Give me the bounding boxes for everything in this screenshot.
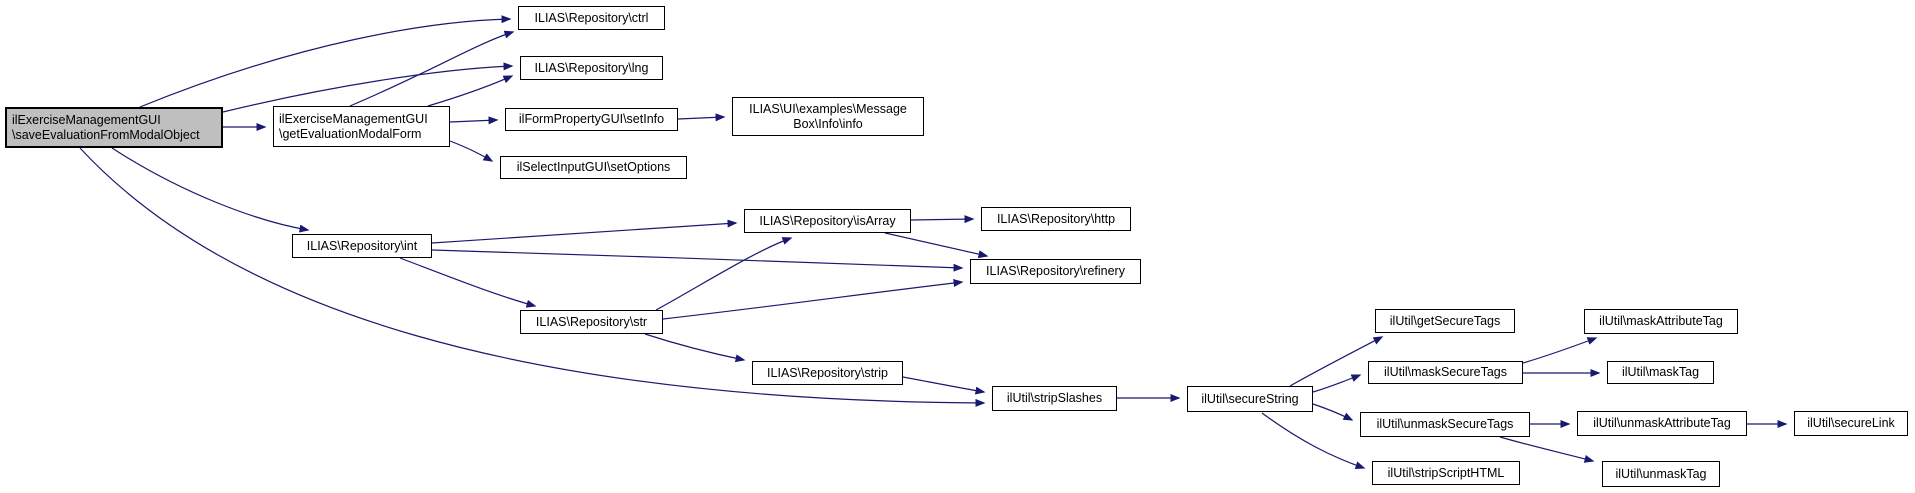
node-maskTag[interactable]: ilUtil\maskTag — [1607, 361, 1714, 384]
node-stripSlashes[interactable]: ilUtil\stripSlashes — [992, 386, 1117, 411]
node-label-line1: ilExerciseManagementGUI — [279, 111, 428, 126]
node-label: ilUtil\unmaskTag — [1615, 466, 1707, 481]
edge-save-stripSlashes — [79, 147, 986, 407]
node-label: ilUtil\maskTag — [1621, 365, 1700, 379]
edge-setInfo-msgbox — [677, 113, 726, 122]
node-setInfo[interactable]: ilFormPropertyGUI\setInfo — [505, 108, 678, 131]
node-repository-http[interactable]: ILIAS\Repository\http — [981, 207, 1131, 231]
node-maskAttributeTag[interactable]: ilUtil\maskAttributeTag — [1584, 309, 1738, 334]
node-saveEvaluationFromModalObject[interactable]: ilExerciseManagementGUI \saveEvaluationF… — [5, 107, 223, 148]
edge-getForm-setInfo — [449, 116, 499, 125]
edge-getForm-ctrl — [349, 30, 515, 107]
node-label: ILIAS\Repository\refinery — [986, 264, 1125, 278]
node-label-line2: Box\Info\info — [793, 116, 863, 131]
node-label: ILIAS\Repository\isArray — [759, 213, 896, 228]
node-label: ILIAS\Repository\lng — [534, 60, 649, 75]
node-label: ilFormPropertyGUI\setInfo — [518, 112, 665, 126]
edge-secureString-getSecureTags — [1289, 336, 1384, 387]
node-label-line2: \getEvaluationModalForm — [279, 126, 422, 141]
node-stripScriptHTML[interactable]: ilUtil\stripScriptHTML — [1372, 461, 1520, 485]
node-label: ilUtil\secureString — [1201, 391, 1299, 406]
node-repository-refinery[interactable]: ILIAS\Repository\refinery — [970, 259, 1141, 284]
node-label-line2: \saveEvaluationFromModalObject — [12, 127, 200, 142]
edge-isArray-refinery — [884, 232, 989, 259]
node-unmaskSecureTags[interactable]: ilUtil\unmaskSecureTags — [1360, 412, 1530, 437]
node-label: ILIAS\Repository\int — [306, 238, 418, 253]
node-secureLink[interactable]: ilUtil\secureLink — [1794, 411, 1908, 436]
node-label-line1: ILIAS\UI\examples\Message — [749, 101, 907, 116]
edge-save-int — [111, 147, 310, 233]
edge-int-isArray — [431, 219, 738, 244]
node-setOptions[interactable]: ilSelectInputGUI\setOptions — [500, 156, 687, 179]
node-label: ilUtil\unmaskAttributeTag — [1593, 416, 1731, 430]
node-secureString[interactable]: ilUtil\secureString — [1187, 386, 1313, 412]
edge-save-lng — [222, 62, 514, 113]
edge-str-refinery — [662, 279, 964, 320]
node-repository-int[interactable]: ILIAS\Repository\int — [292, 234, 432, 258]
node-repository-isArray[interactable]: ILIAS\Repository\isArray — [744, 209, 911, 233]
node-messagebox-info[interactable]: ILIAS\UI\examples\Message Box\Info\info — [732, 97, 924, 136]
node-label: ilUtil\stripSlashes — [1006, 391, 1103, 405]
node-label-line1: ilExerciseManagementGUI — [12, 112, 161, 127]
edge-secureString-stripScriptHTML — [1261, 412, 1366, 470]
edge-isArray-http — [910, 215, 975, 224]
node-label: ILIAS\Repository\ctrl — [534, 10, 649, 25]
edge-unmaskSecureTags-unmaskTag — [1499, 436, 1595, 463]
edge-maskSecureTags-maskAttributeTag — [1522, 337, 1598, 364]
edge-getForm-lng — [427, 75, 514, 107]
node-label: ilUtil\getSecureTags — [1389, 313, 1501, 328]
node-repository-lng[interactable]: ILIAS\Repository\lng — [520, 56, 663, 80]
edge-save-ctrl — [139, 15, 512, 108]
node-repository-ctrl[interactable]: ILIAS\Repository\ctrl — [518, 6, 665, 30]
node-label: ilUtil\maskAttributeTag — [1599, 314, 1723, 328]
node-getEvaluationModalForm[interactable]: ilExerciseManagementGUI \getEvaluationMo… — [273, 106, 450, 147]
edge-str-strip — [644, 333, 746, 363]
node-unmaskTag[interactable]: ilUtil\unmaskTag — [1602, 461, 1720, 487]
node-label: ilUtil\secureLink — [1807, 416, 1895, 430]
edge-int-str — [399, 257, 537, 308]
node-label: ILIAS\Repository\strip — [767, 365, 888, 380]
node-label: ilSelectInputGUI\setOptions — [516, 160, 671, 174]
node-label: ilUtil\maskSecureTags — [1384, 365, 1507, 379]
node-label: ILIAS\Repository\http — [996, 211, 1116, 226]
edge-getForm-setOptions — [449, 140, 494, 162]
edge-str-isArray — [655, 237, 793, 311]
edge-secureString-unmaskSecureTags — [1312, 403, 1354, 421]
node-label: ilUtil\unmaskSecureTags — [1376, 417, 1514, 431]
node-unmaskAttributeTag[interactable]: ilUtil\unmaskAttributeTag — [1577, 411, 1747, 436]
node-maskSecureTags[interactable]: ilUtil\maskSecureTags — [1368, 361, 1523, 384]
edge-secureString-maskSecureTags — [1312, 374, 1362, 393]
node-getSecureTags[interactable]: ilUtil\getSecureTags — [1375, 309, 1515, 333]
edge-int-refinery — [431, 249, 964, 272]
node-repository-strip[interactable]: ILIAS\Repository\strip — [752, 361, 903, 385]
node-label: ILIAS\Repository\str — [535, 314, 648, 329]
node-repository-str[interactable]: ILIAS\Repository\str — [520, 310, 663, 334]
edge-strip-stripSlashes — [902, 376, 986, 395]
node-label: ilUtil\stripScriptHTML — [1387, 465, 1505, 480]
